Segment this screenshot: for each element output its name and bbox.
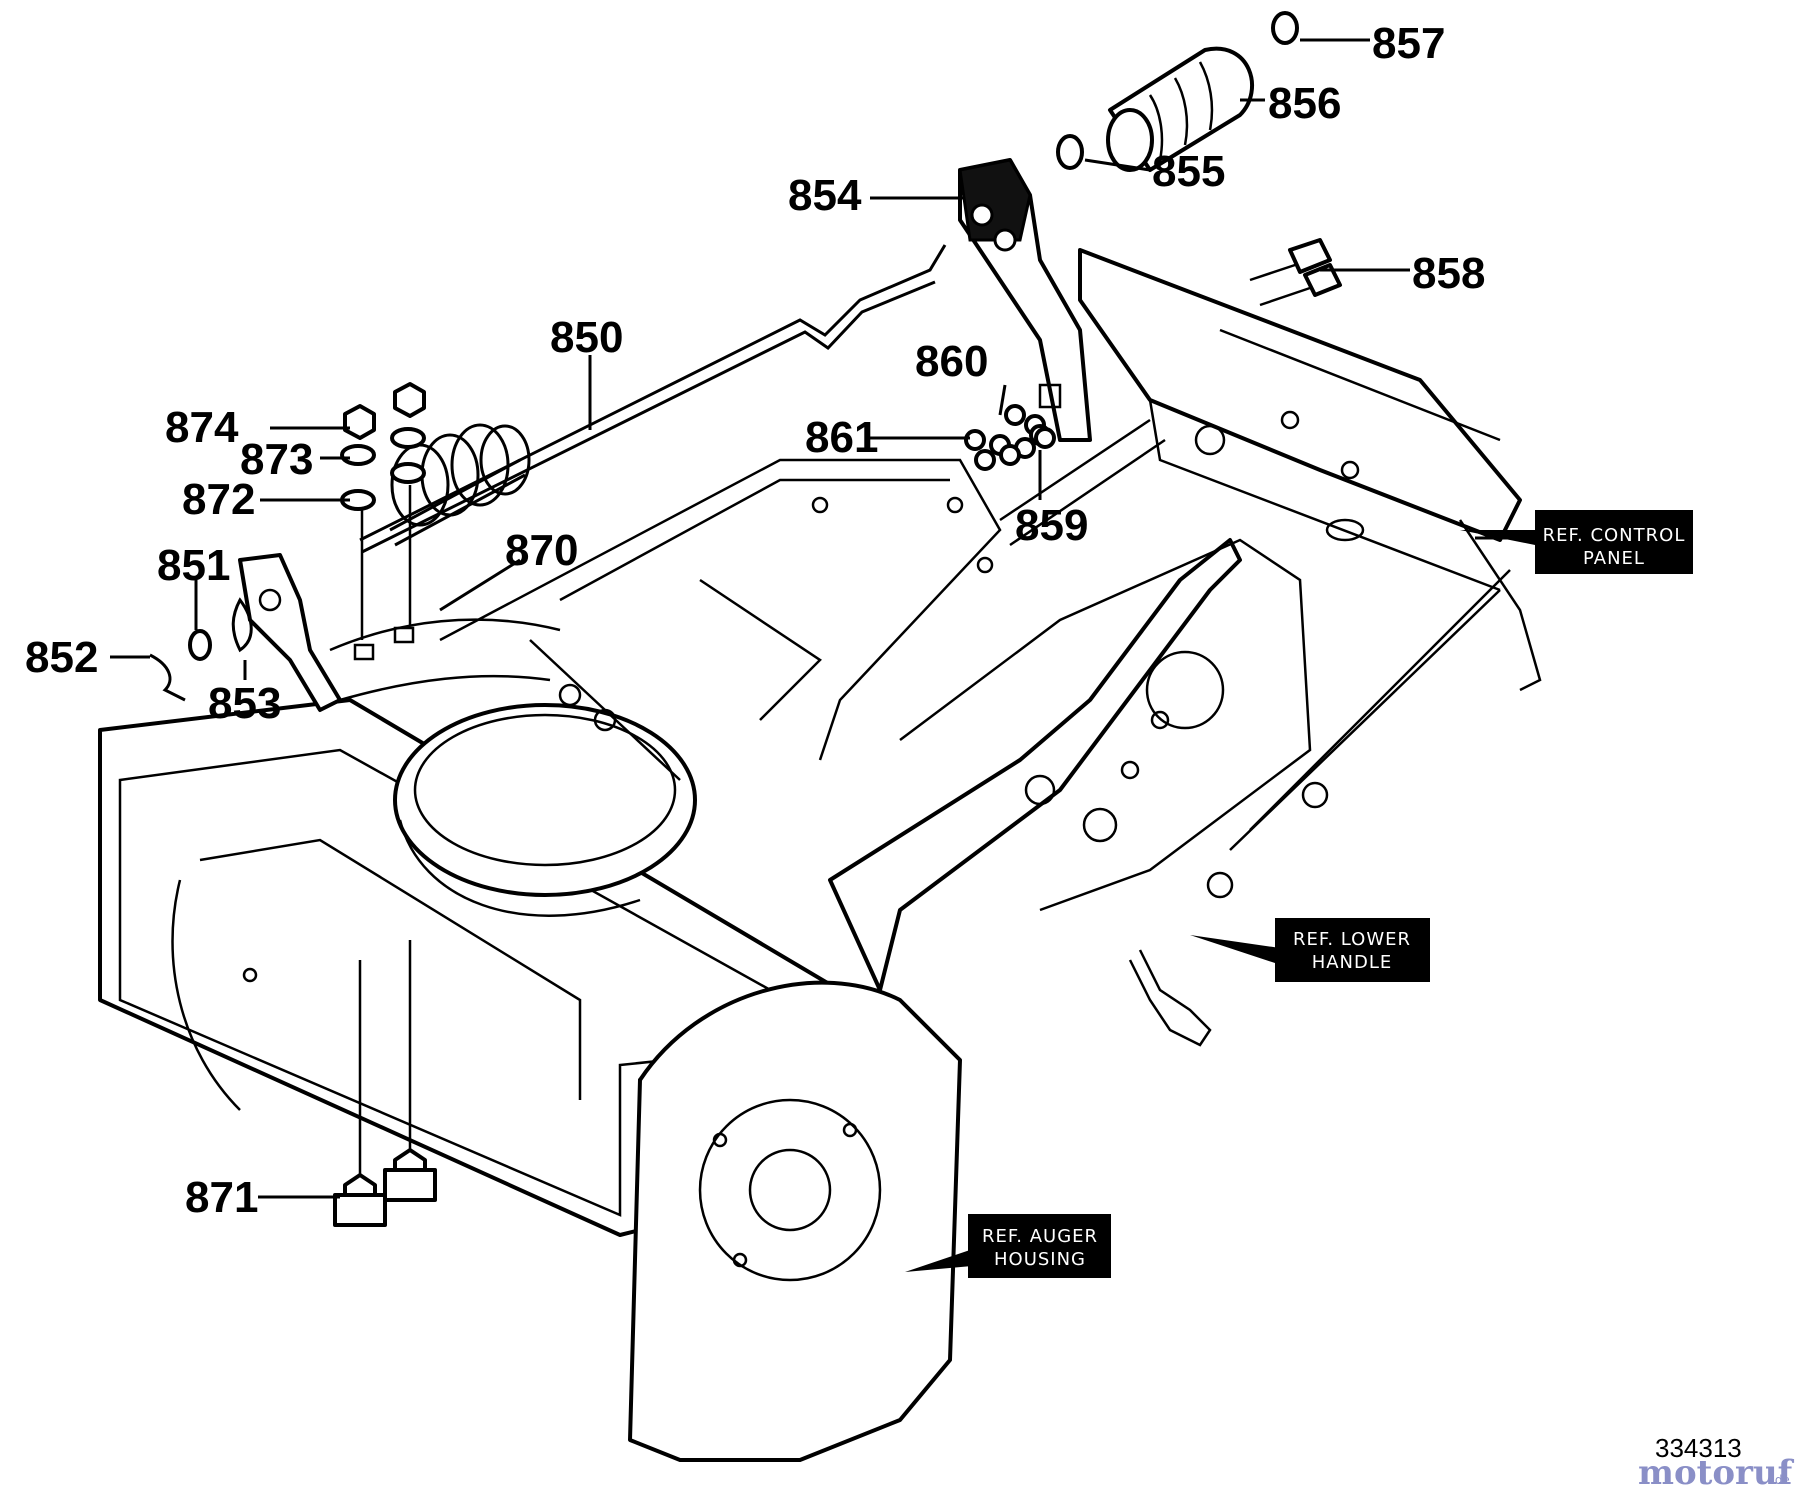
part-label-871: 871 [185,1173,258,1222]
auger-housing-drawing [98,248,1542,1462]
part-label-852: 852 [25,633,98,682]
leader-lines [110,38,1410,1199]
part-label-860: 860 [915,337,988,386]
part-label-859: 859 [1015,501,1088,550]
drawing-number: 334313 [1655,1433,1742,1463]
svg-text:.de: .de [1771,1473,1790,1487]
part-label-855: 855 [1152,147,1225,196]
part-label-874: 874 [165,403,239,452]
part-label-873: 873 [240,435,313,484]
hardware-872-873-874 [340,382,526,640]
svg-text:motoruf: motoruf [1638,1453,1795,1493]
part-label-857: 857 [1372,19,1445,68]
ref-auger-housing-line1: REF. AUGER [982,1226,1098,1247]
bolts-858 [1249,238,1342,307]
part-label-872: 872 [182,475,255,524]
ref-control-panel-callout: REF. CONTROL PANEL [1460,510,1693,574]
hardware-855-856-857 [1056,11,1299,172]
ref-lower-handle-line1: REF. LOWER [1293,929,1411,950]
bracket-854 [958,158,1092,442]
part-label-870: 870 [505,526,578,575]
shift-rod-850 [359,244,947,554]
bolts-871 [333,940,437,1227]
ref-lower-handle-line2: HANDLE [1312,952,1393,973]
hardware-859-860-861 [964,404,1056,471]
ref-control-panel-line1: REF. CONTROL [1543,525,1686,546]
hardware-851-852-853 [149,597,253,702]
part-label-853: 853 [208,679,281,728]
part-label-854: 854 [788,171,862,220]
part-label-861: 861 [805,413,878,462]
part-label-856: 856 [1268,79,1341,128]
ref-auger-housing-callout: REF. AUGER HOUSING [905,1214,1111,1278]
part-label-850: 850 [550,313,623,362]
part-label-851: 851 [157,541,230,590]
part-label-858: 858 [1412,249,1485,298]
ref-auger-housing-line2: HOUSING [994,1249,1086,1270]
watermark-logo: motoruf .de [1638,1453,1795,1493]
ref-lower-handle-callout: REF. LOWER HANDLE [1190,918,1430,982]
ref-control-panel-line2: PANEL [1583,548,1645,569]
